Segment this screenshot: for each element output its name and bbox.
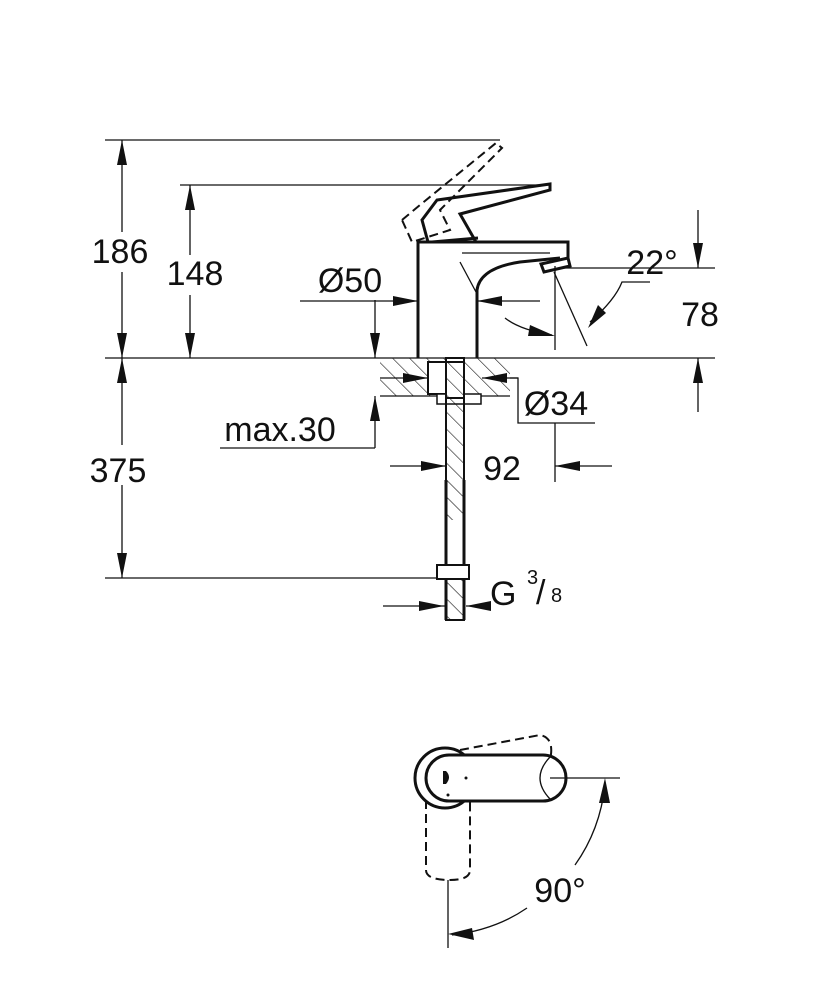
dimension-hole-diameter: Ø34 [510, 377, 595, 424]
dimension-spout-reach-label: 92 [483, 450, 521, 488]
connection-prefix: G [490, 575, 516, 613]
dimension-spout-angle-label: 22° [626, 244, 677, 282]
dimension-outlet-height-label: 78 [681, 296, 719, 334]
dimension-outlet-height: 78 [681, 210, 719, 412]
dimension-max-deck-label: max.30 [224, 411, 336, 449]
faucet-side-view [400, 141, 572, 358]
mounting-deck [380, 357, 518, 621]
dimension-375: 375 [80, 358, 160, 578]
faucet-top-view: 90° [413, 733, 620, 948]
connection-denominator: 8 [551, 585, 562, 607]
dimension-spout-angle: 22° [504, 244, 678, 350]
dimension-body-diameter-label: Ø50 [318, 262, 382, 300]
dimension-375-label: 375 [90, 452, 147, 490]
connection-slash: / [536, 574, 546, 612]
dimension-max-deck: max.30 [220, 300, 380, 449]
dimension-lever-rotation-label: 90° [534, 872, 585, 910]
dimension-body-diameter: Ø50 [300, 262, 540, 306]
dimension-186-label: 186 [92, 233, 149, 271]
dimension-186: 186 [85, 140, 160, 358]
dimension-148: 148 [160, 185, 230, 358]
dimension-spout-reach: 92 [390, 423, 612, 488]
dimension-connection: G 3 / 8 [383, 567, 562, 613]
connection-numerator: 3 [527, 567, 538, 589]
dimension-hole-diameter-label: Ø34 [524, 385, 588, 423]
dimension-148-label: 148 [167, 255, 224, 293]
